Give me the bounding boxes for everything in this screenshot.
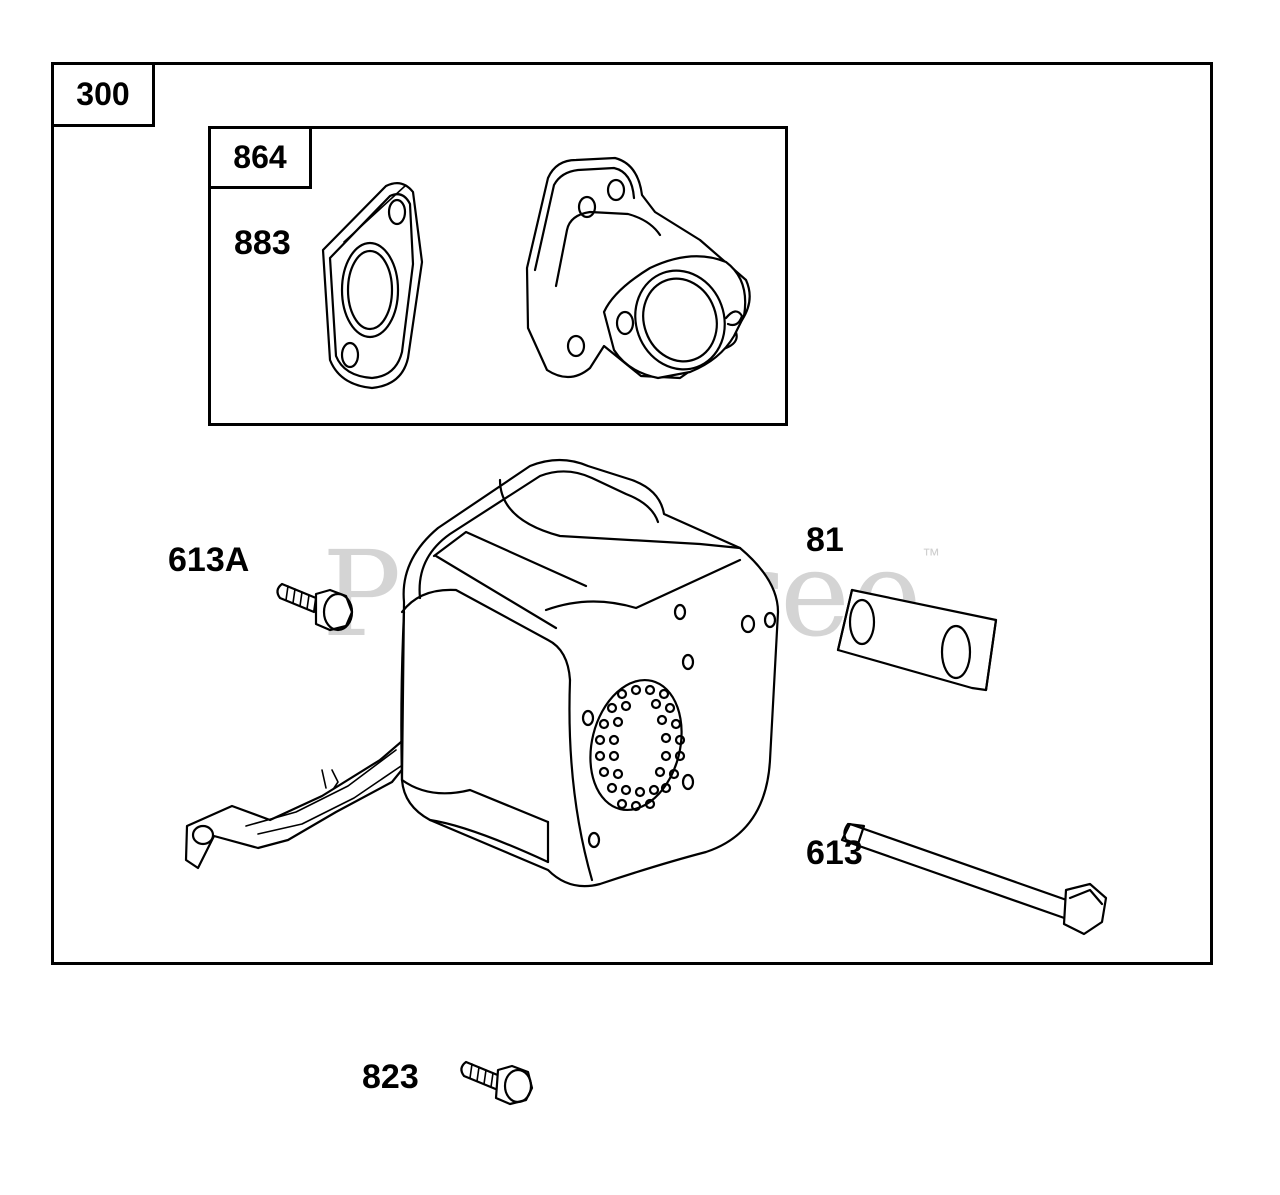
callout-81: 81 — [806, 521, 844, 559]
kit-tag-864: 864 — [208, 126, 312, 189]
screw-823-drawing[interactable] — [460, 1060, 534, 1106]
assembly-frame-300 — [51, 62, 1213, 965]
screw-613a-drawing[interactable] — [276, 582, 354, 632]
exhaust-adapter-864-drawing[interactable] — [525, 156, 751, 382]
kit-frame-864 — [208, 126, 788, 426]
deflector-81-drawing[interactable] — [836, 588, 998, 692]
callout-613a: 613A — [168, 541, 250, 579]
muffler-bracket-drawing[interactable] — [184, 734, 420, 870]
watermark-trademark: ™ — [922, 545, 940, 565]
callout-823: 823 — [362, 1058, 419, 1096]
callout-883: 883 — [234, 224, 291, 262]
gasket-883-drawing[interactable] — [321, 181, 424, 390]
bolt-613-drawing[interactable] — [840, 822, 1108, 936]
assembly-tag-300: 300 — [51, 62, 155, 127]
callout-613: 613 — [806, 834, 863, 872]
muffler-body-drawing[interactable] — [400, 458, 780, 888]
